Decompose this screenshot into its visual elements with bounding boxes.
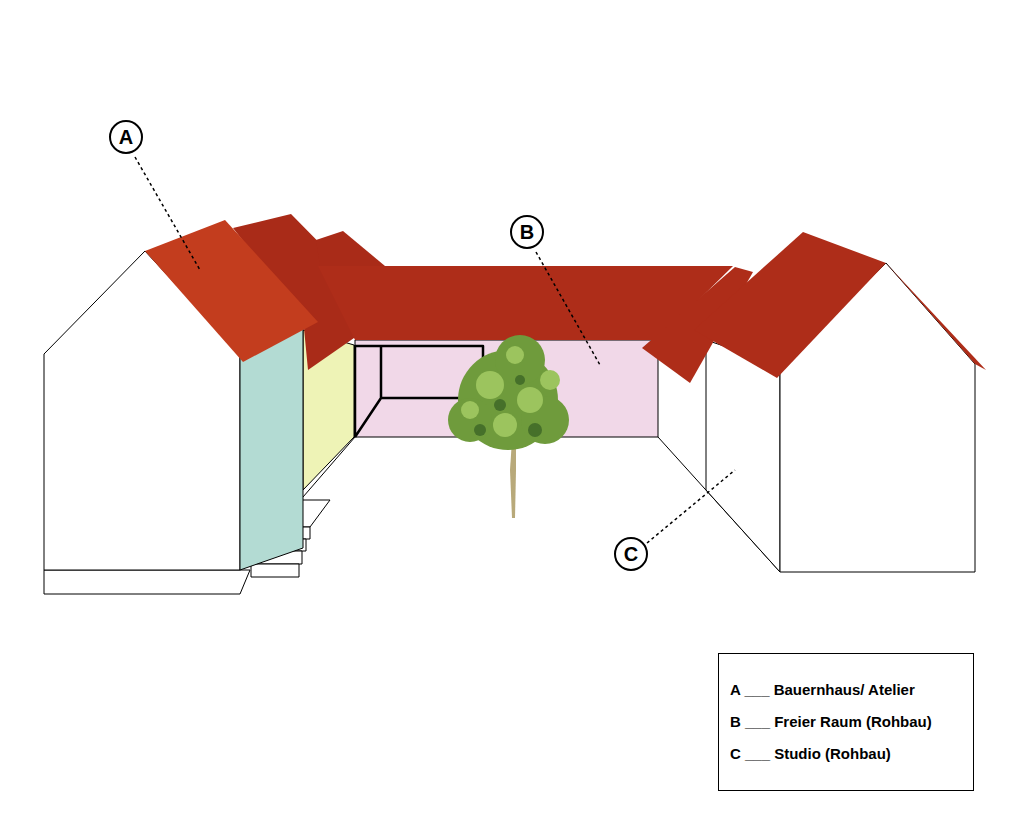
callout-letter: B <box>520 222 534 242</box>
base <box>44 570 250 594</box>
roof <box>145 220 318 362</box>
legend-entry: B ___ Freier Raum (Rohbau) <box>730 706 963 738</box>
legend-box: A ___ Bauernhaus/ AtelierB ___ Freier Ra… <box>718 653 974 791</box>
roof <box>886 263 986 370</box>
roof <box>316 231 385 266</box>
leader-line <box>135 157 200 270</box>
callout-circle: C <box>614 537 648 571</box>
leader-line <box>536 252 600 365</box>
callout-letter: A <box>119 127 133 147</box>
side-wall <box>240 322 303 570</box>
roof <box>694 232 886 378</box>
legend-entry: A ___ Bauernhaus/ Atelier <box>730 674 963 706</box>
callout-circle: A <box>109 120 143 154</box>
legend-entry: C ___ Studio (Rohbau) <box>730 738 963 770</box>
callout-circle: B <box>510 215 544 249</box>
callout-letter: C <box>624 544 638 564</box>
side-wall <box>706 340 780 572</box>
leader-line <box>647 470 735 543</box>
tree <box>448 335 569 518</box>
